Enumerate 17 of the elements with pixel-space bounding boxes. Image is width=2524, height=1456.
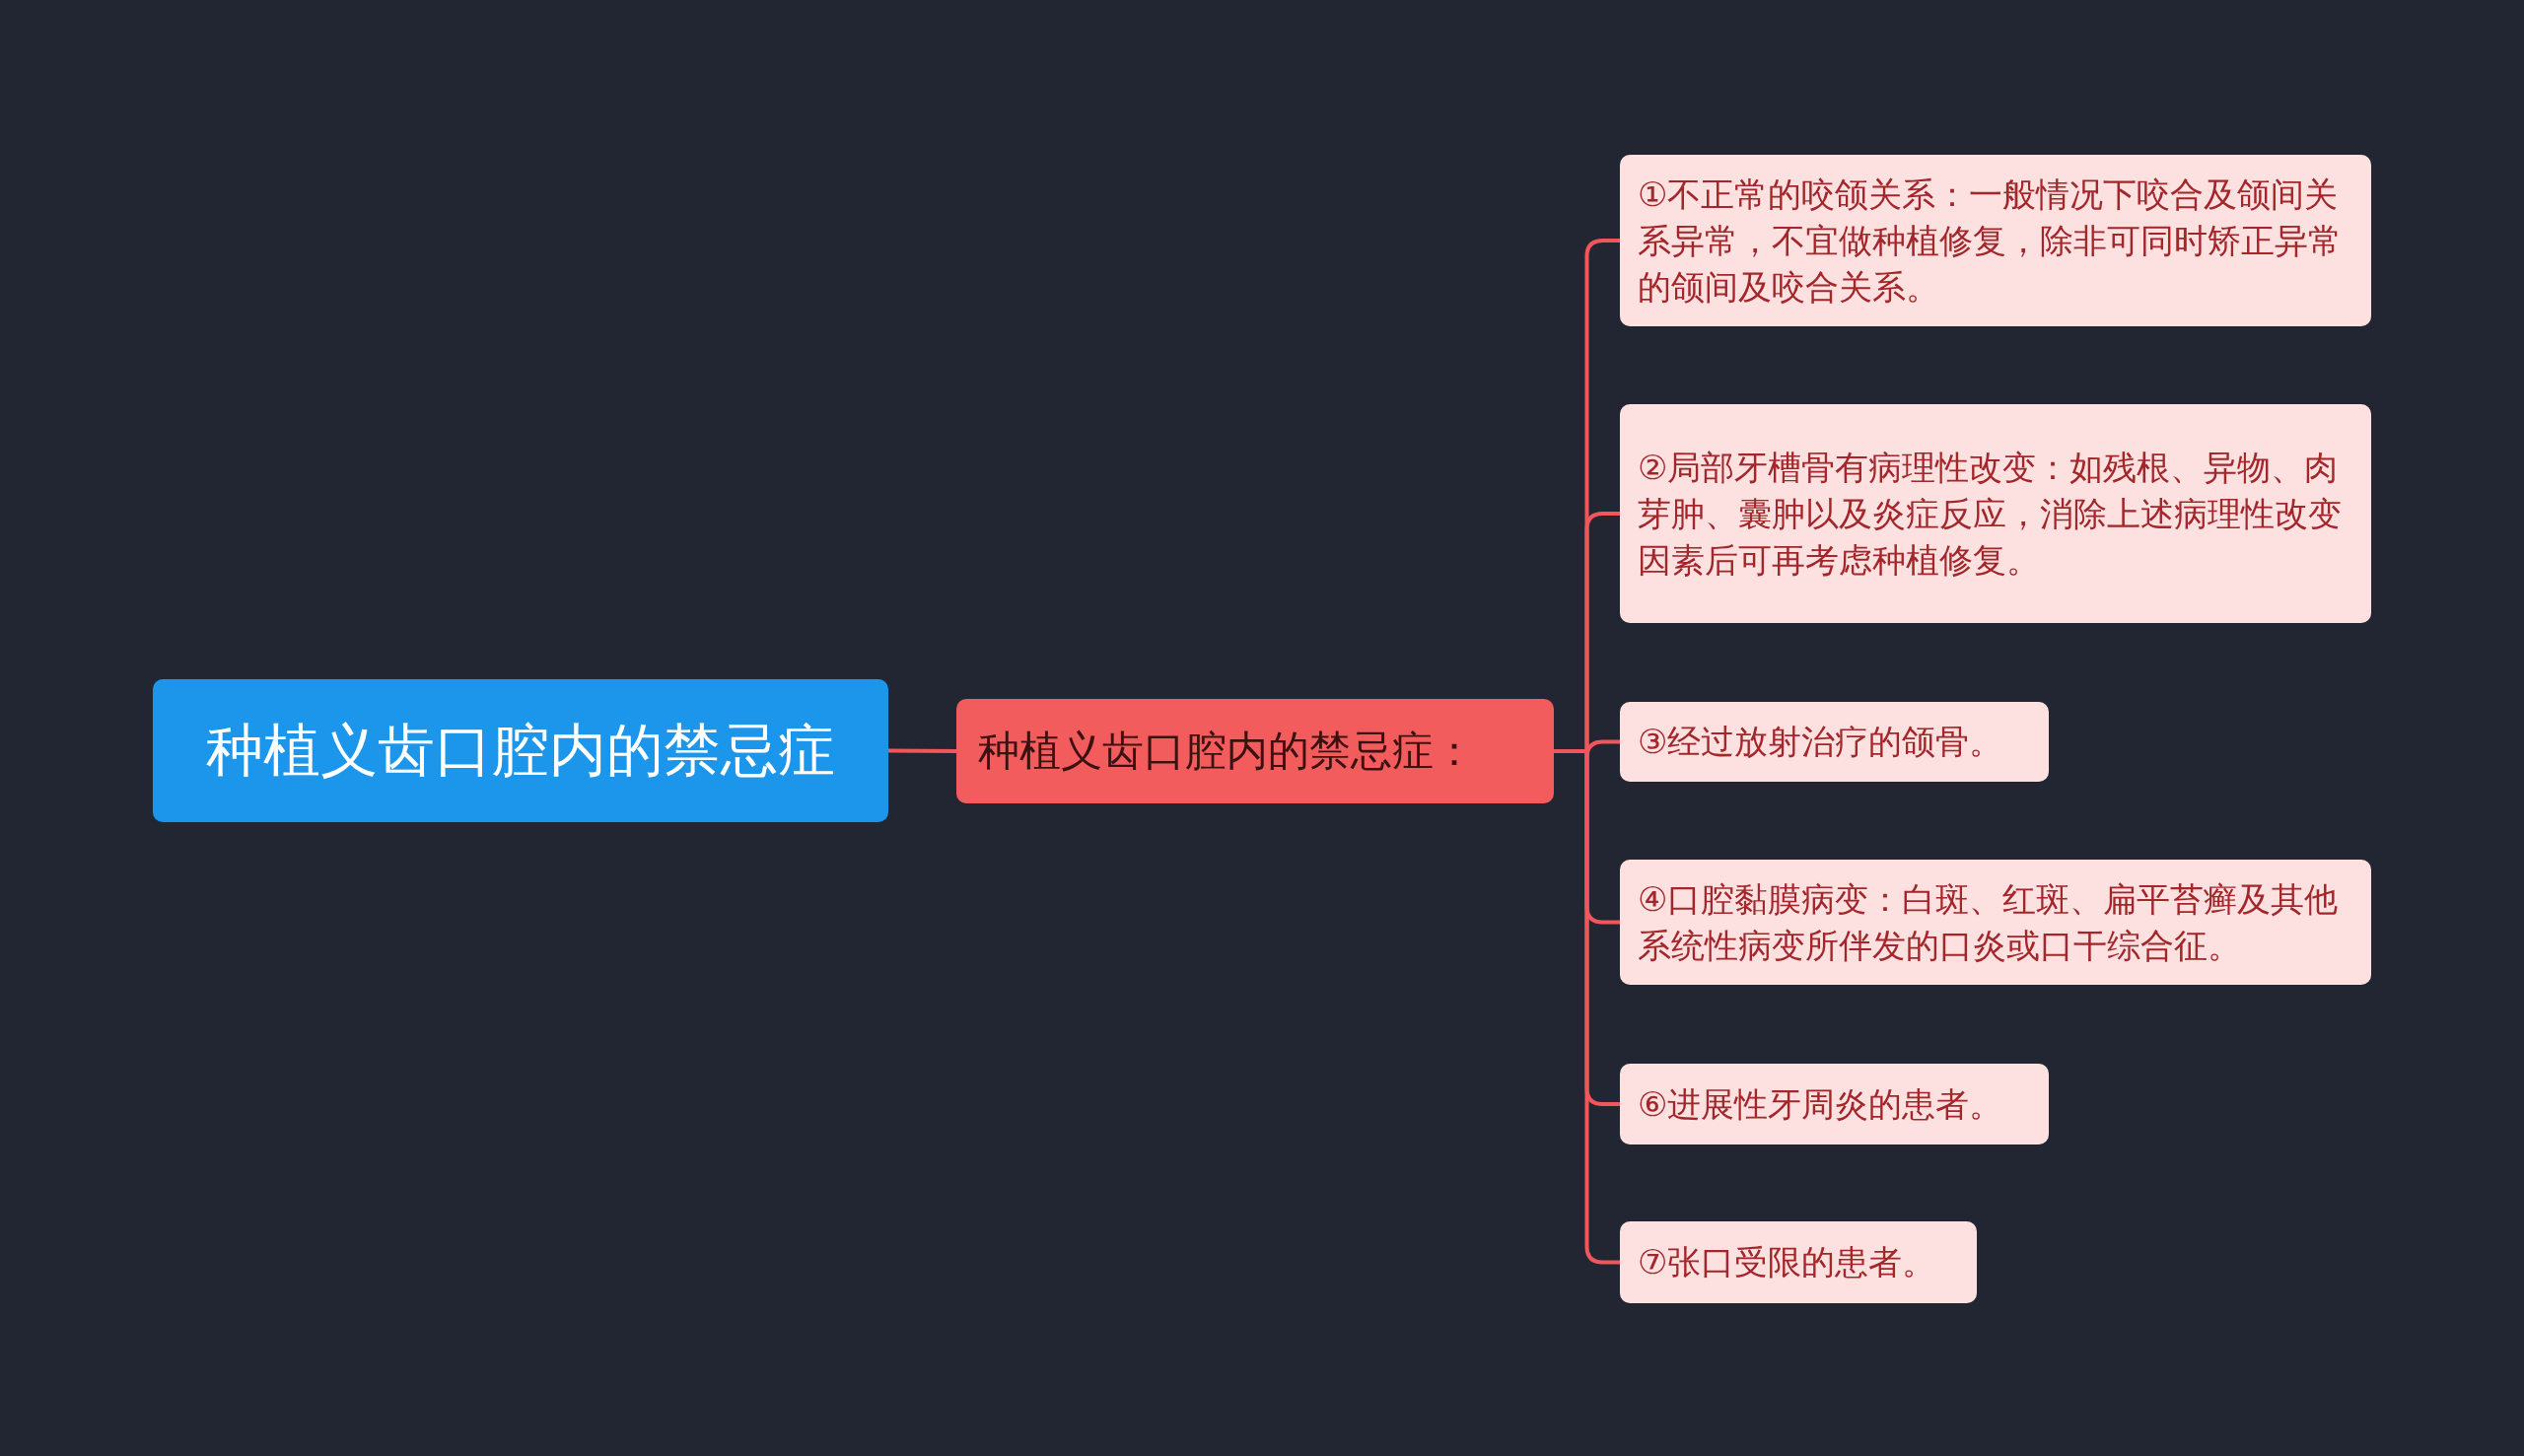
connector-line (888, 748, 956, 753)
topic-text: ⑥进展性牙周炎的患者。 (1638, 1082, 2003, 1126)
root-topic-box (153, 679, 888, 822)
topic-text: 种植义齿口腔内的禁忌症： (978, 726, 1475, 777)
subtopic-box (1620, 404, 2371, 623)
subtopic-box (1620, 1221, 1977, 1303)
topic-text: ①不正常的咬颌关系：一般情况下咬合及颌间关系异常，不宜做种植修复，除非可同时矫正异常的颌间及咬合关系。 (1638, 173, 2343, 309)
subtopic-box (1620, 155, 2371, 326)
topic-text: 种植义齿口腔内的禁忌症 (206, 715, 835, 786)
subtopic-box (1620, 1064, 2049, 1144)
topic-text: ②局部牙槽骨有病理性改变：如残根、异物、肉芽肿、囊肿以及炎症反应，消除上述病理性改变因素后可再考虑种植修复。 (1638, 446, 2343, 582)
subtopic-box (1620, 860, 2371, 985)
topic-text: ⑦张口受限的患者。 (1638, 1241, 1936, 1283)
subtopic-box (1620, 702, 2049, 782)
topic-text: ④口腔黏膜病变：白斑、红斑、扁平苔癣及其他系统性病变所伴发的口炎或口干综合征。 (1638, 877, 2340, 967)
topic-text: ③经过放射治疗的颌骨。 (1638, 721, 2003, 763)
branch-topic-box (956, 699, 1554, 803)
